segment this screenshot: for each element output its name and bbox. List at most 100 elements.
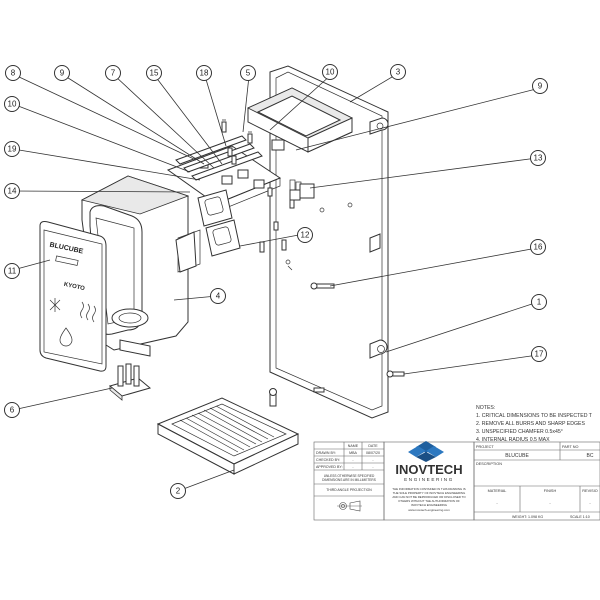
drip-tray <box>156 397 300 475</box>
part-no-value: BC <box>587 453 594 459</box>
balloon-9-top: 9 <box>54 65 70 81</box>
svg-text:10: 10 <box>8 100 17 109</box>
revision-label: REVISIO <box>582 489 597 493</box>
approved-by-name: - <box>352 465 354 469</box>
note-3: 3. UNSPECIFIED CHAMFER 0.5x45° <box>476 429 563 435</box>
weight-label: WEIGHT: <box>512 515 527 519</box>
svg-text:5: 5 <box>246 69 251 78</box>
balloon-5: 5 <box>240 65 256 81</box>
project-value: BLUCUBE <box>505 453 529 459</box>
main-housing <box>80 175 201 357</box>
steam-icon <box>80 301 96 323</box>
water-drop-icon <box>59 327 73 347</box>
svg-text:13: 13 <box>534 154 543 163</box>
note-1: 1. CRITICAL DIMENSIONS TO BE INSPECTED T <box>476 413 593 419</box>
svg-text:2: 2 <box>176 487 181 496</box>
balloon-9-right: 9 <box>532 78 548 94</box>
finish-label: FINISH <box>544 489 557 493</box>
confidential-1: THE INFORMATION CONTAINED IN THIS DRAWIN… <box>392 487 466 491</box>
leader-lines <box>12 73 541 492</box>
drawn-by-name: MBA <box>349 451 357 455</box>
note-4: 4. INTERNAL RADIUS 0.5 MAX <box>476 437 550 443</box>
svg-text:10: 10 <box>326 68 335 77</box>
notes-heading: NOTES: <box>476 405 495 411</box>
balloon-13: 13 <box>530 150 546 166</box>
balloon-11: 11 <box>4 263 20 279</box>
checked-by-date: - <box>372 458 374 462</box>
confidential-4: OTHERS WITHOUT THE AUTHORIZATION OF <box>398 499 460 503</box>
weight-value: 1.098 KG <box>528 515 543 519</box>
approved-by-label: APPROVED BY: <box>316 465 343 469</box>
balloon-6: 6 <box>4 402 20 418</box>
company-name: INOVTECH <box>395 462 462 477</box>
balloon-7: 7 <box>105 65 121 81</box>
balloon-8: 8 <box>5 65 21 81</box>
part-no-label: PART NO <box>562 445 579 449</box>
company-sub: ENGINEERING <box>404 477 454 482</box>
approved-by-date: - <box>372 465 374 469</box>
svg-text:4: 4 <box>216 292 221 301</box>
faceplate-model: KYOTO <box>63 282 85 292</box>
balloon-12: 12 <box>297 227 313 243</box>
third-angle-projection-icon <box>337 500 362 512</box>
svg-text:11: 11 <box>8 267 17 276</box>
balloon-15: 15 <box>146 65 162 81</box>
balloon-17: 17 <box>531 346 547 362</box>
back-mounting-plate <box>269 65 389 419</box>
material-value: - <box>496 500 498 505</box>
projection-label: THIRD ANGLE PROJECTION <box>326 488 372 492</box>
company-logo-icon <box>408 441 444 462</box>
svg-text:9: 9 <box>538 82 543 91</box>
material-label: MATERIAL <box>488 489 507 493</box>
connector-pins <box>108 363 152 401</box>
balloon-19: 19 <box>4 141 20 157</box>
svg-text:1: 1 <box>537 298 542 307</box>
units-note-2: DIMENSIONS ARE IN MILLIMETERS <box>322 478 376 482</box>
sparkle-icon <box>49 298 61 312</box>
balloon-3: 3 <box>390 64 406 80</box>
confidential-5: INOVTECH ENGINEERING <box>411 503 448 507</box>
screws <box>221 119 405 407</box>
balloon-18: 18 <box>196 65 212 81</box>
svg-text:3: 3 <box>396 68 401 77</box>
project-label: PROJECT <box>476 445 494 449</box>
units-note-1: UNLESS OTHERWISE SPECIFIED <box>324 474 375 478</box>
svg-text:14: 14 <box>8 187 17 196</box>
confidential-3: AND CAN NOT BE REPRODUCED OR DISCLOSED T… <box>392 495 466 499</box>
drawn-by-label: DRAWN BY: <box>316 451 336 455</box>
balloon-10-top: 10 <box>322 64 338 80</box>
balloon-4: 4 <box>210 288 226 304</box>
drawing-notes: NOTES: 1. CRITICAL DIMENSIONS TO BE INSP… <box>476 405 593 443</box>
balloon-16: 16 <box>530 239 546 255</box>
drip-tray-grate <box>179 405 275 453</box>
svg-text:18: 18 <box>200 69 209 78</box>
scale-label: SCALE 1:10 <box>570 515 590 519</box>
finish-value: - <box>549 500 551 505</box>
svg-text:7: 7 <box>111 69 116 78</box>
svg-text:15: 15 <box>150 69 159 78</box>
col-date: DATE <box>368 444 378 448</box>
svg-text:17: 17 <box>535 350 544 359</box>
balloon-1: 1 <box>531 294 547 310</box>
confidential-2: THE SOLE PROPERTY OF INOVTECH ENGINEERIN… <box>393 491 466 495</box>
company-website: www.inovtech-engineering.com <box>408 508 450 512</box>
note-2: 2. REMOVE ALL BURRS AND SHARP EDGES <box>476 421 586 427</box>
drawn-by-date: 08/07/20 <box>366 451 380 455</box>
svg-text:19: 19 <box>8 145 17 154</box>
svg-text:16: 16 <box>534 243 543 252</box>
balloon-2: 2 <box>170 483 186 499</box>
revision-value: - <box>589 500 591 505</box>
svg-text:9: 9 <box>60 69 65 78</box>
title-block: NAME DATE DRAWN BY: MBA 08/07/20 CHECKED… <box>313 441 600 521</box>
description-label: DESCRIPTION <box>476 462 502 466</box>
front-faceplate: BLUCUBE KYOTO <box>39 221 107 372</box>
button-assembly <box>175 189 241 273</box>
col-name: NAME <box>348 444 359 448</box>
balloon-10-left: 10 <box>4 96 20 112</box>
svg-text:8: 8 <box>11 69 16 78</box>
svg-text:6: 6 <box>10 406 15 415</box>
checked-by-label: CHECKED BY: <box>316 458 340 462</box>
top-bracket <box>247 87 353 201</box>
item-balloons: 8 9 7 15 18 5 10 3 10 9 19 14 13 12 16 1… <box>4 64 548 499</box>
